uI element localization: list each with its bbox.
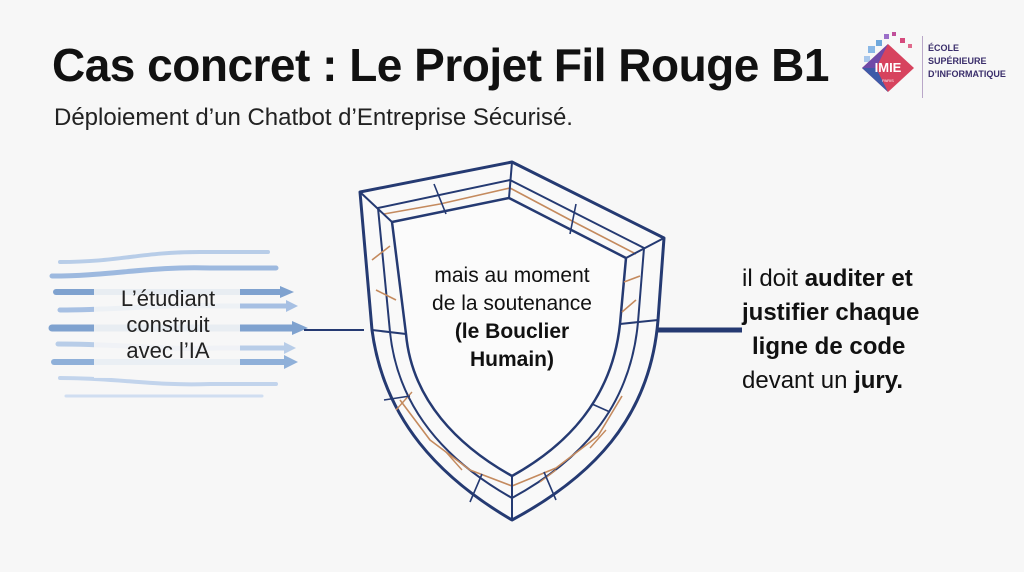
- left-label-backdrop: [94, 282, 240, 378]
- right-label-line: devant un jury.: [742, 367, 903, 394]
- logo-line: ÉCOLE: [928, 43, 960, 53]
- right-label-line: il doit auditer et: [742, 265, 913, 292]
- logo-text: ÉCOLE SUPÉRIEURE D’INFORMATIQUE: [928, 42, 1006, 81]
- page-title: Cas concret : Le Projet Fil Rouge B1: [52, 39, 829, 91]
- shield-icon: [358, 160, 666, 522]
- imie-logo-icon: IMIE PARIS: [862, 32, 914, 92]
- shield-label: mais au moment de la soutenance (le Bouc…: [392, 262, 632, 374]
- left-label-line: construit: [126, 312, 210, 337]
- shield-label-line: mais au moment: [434, 264, 590, 287]
- shield-label-line: de la soutenance: [432, 292, 592, 315]
- logo-mark-sub: PARIS: [882, 78, 894, 83]
- logo-divider: [922, 36, 923, 98]
- left-label-line: L’étudiant: [120, 286, 216, 311]
- right-label-line: justifier chaque: [742, 299, 920, 326]
- page-subtitle: Déploiement d’un Chatbot d’Entreprise Sé…: [54, 104, 573, 131]
- shield-label-line: (le Bouclier: [454, 320, 570, 343]
- left-label: L’étudiant construit avec l’IA: [98, 286, 238, 364]
- logo-line: SUPÉRIEURE: [928, 56, 987, 66]
- school-logo: IMIE PARIS ÉCOLE SUPÉRIEURE D’INFORMATIQ…: [856, 30, 1006, 100]
- left-label-line: avec l’IA: [126, 338, 210, 363]
- logo-line: D’INFORMATIQUE: [928, 69, 1006, 79]
- right-label: il doit auditer et justifier chaque lign…: [742, 262, 992, 398]
- shield-label-line: Humain): [470, 348, 554, 371]
- logo-mark: IMIE: [875, 60, 902, 75]
- right-label-line: ligne de code: [752, 333, 906, 360]
